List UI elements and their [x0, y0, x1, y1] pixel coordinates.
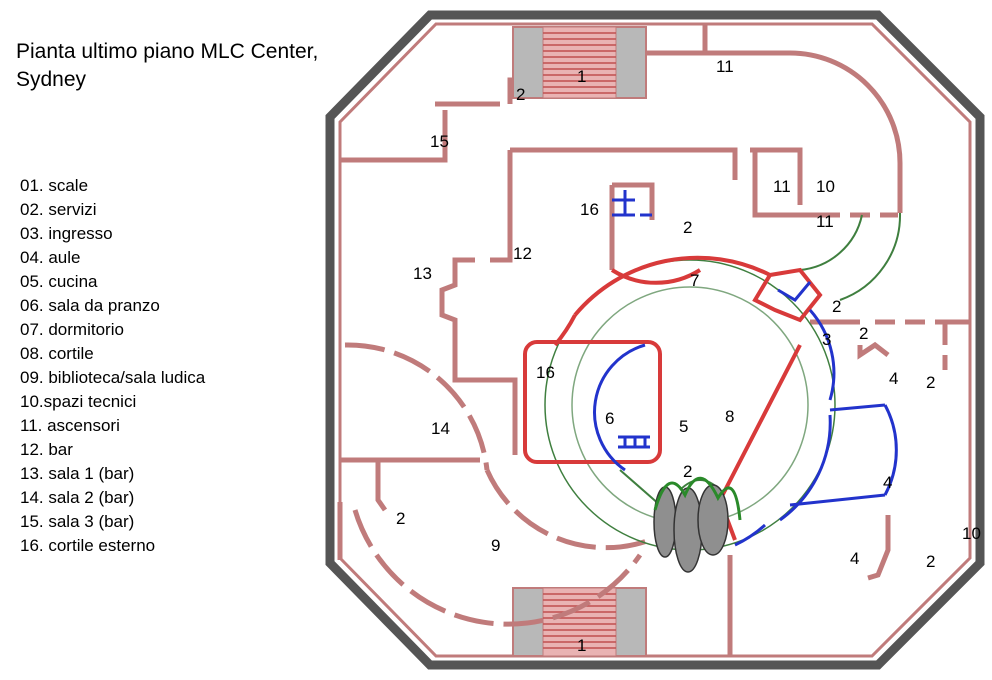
- label-dorm: 7: [690, 271, 699, 290]
- label-serv-east-c: 2: [926, 552, 935, 571]
- legend-item-entrance: 03. ingresso: [20, 224, 113, 243]
- core-outline: [653, 476, 742, 521]
- label-room1: 13: [413, 264, 432, 283]
- label-tech-b: 10: [962, 524, 981, 543]
- label-serv-east-b: 2: [926, 373, 935, 392]
- legend-item-bar: 12. bar: [20, 440, 73, 459]
- label-lift-a: 11: [716, 57, 734, 76]
- legend-item-kitchen: 05. cucina: [20, 272, 98, 291]
- label-room3: 15: [430, 132, 449, 151]
- legend-item-room-2: 14. sala 2 (bar): [20, 488, 135, 507]
- label-tech-a: 10: [816, 177, 835, 196]
- label-serv-center: 2: [683, 218, 692, 237]
- legend-item-library: 09. biblioteca/sala ludica: [20, 368, 206, 387]
- label-dining: 6: [605, 409, 614, 428]
- legend-item-services: 02. servizi: [20, 200, 97, 219]
- legend-item-dining: 06. sala da pranzo: [20, 296, 160, 315]
- legend-item-room-3: 15. sala 3 (bar): [20, 512, 135, 531]
- legend-item-courtyard: 08. cortile: [20, 344, 94, 363]
- library-curves: [344, 342, 651, 627]
- label-stair-top: 1: [577, 67, 586, 86]
- outer-wall-inner: [338, 22, 972, 658]
- label-courtyard: 8: [725, 407, 734, 426]
- label-serv-core: 2: [683, 462, 692, 481]
- label-serv-east-a: 2: [859, 324, 868, 343]
- label-class-a: 4: [889, 369, 898, 388]
- legend-item-classrooms: 04. aule: [20, 248, 81, 267]
- label-class-c: 4: [850, 549, 859, 568]
- label-ext-a: 16: [580, 200, 599, 219]
- legend-item-dormitory: 07. dormitorio: [20, 320, 124, 339]
- legend-item-stairs: 01. scale: [20, 176, 89, 195]
- label-serv-sw: 2: [396, 509, 405, 528]
- plan-title: Pianta ultimo piano MLC Center, Sydney: [16, 40, 319, 91]
- label-lift-c: 11: [816, 212, 834, 231]
- blue-walls: [593, 190, 898, 547]
- legend-item-outdoor-court: 16. cortile esterno: [20, 536, 156, 555]
- interior-walls: [337, 25, 970, 656]
- legend: 01. scale 02. servizi 03. ingresso 04. a…: [20, 174, 205, 558]
- label-class-b: 4: [883, 473, 892, 492]
- label-lift-b: 11: [773, 177, 791, 196]
- label-stair-bottom: 1: [577, 636, 586, 655]
- label-kitchen: 5: [679, 417, 688, 436]
- label-entrance: 3: [822, 330, 831, 349]
- label-bar: 12: [513, 244, 532, 263]
- outer-wall: [325, 10, 985, 670]
- label-library: 9: [491, 536, 500, 555]
- label-serv-top: 2: [516, 85, 525, 104]
- label-serv-entry: 2: [832, 297, 841, 316]
- room-labels: 1 1 2 11 15 11 10 11 16 2 12 13 7 2 2 3 …: [396, 57, 981, 655]
- label-room2: 14: [431, 419, 450, 438]
- legend-item-room-1: 13. sala 1 (bar): [20, 464, 135, 483]
- legend-item-lifts: 11. ascensori: [20, 416, 120, 435]
- stairs-top: [512, 26, 647, 99]
- label-ext-b: 16: [536, 363, 555, 382]
- legend-item-technical: 10.spazi tecnici: [20, 392, 137, 411]
